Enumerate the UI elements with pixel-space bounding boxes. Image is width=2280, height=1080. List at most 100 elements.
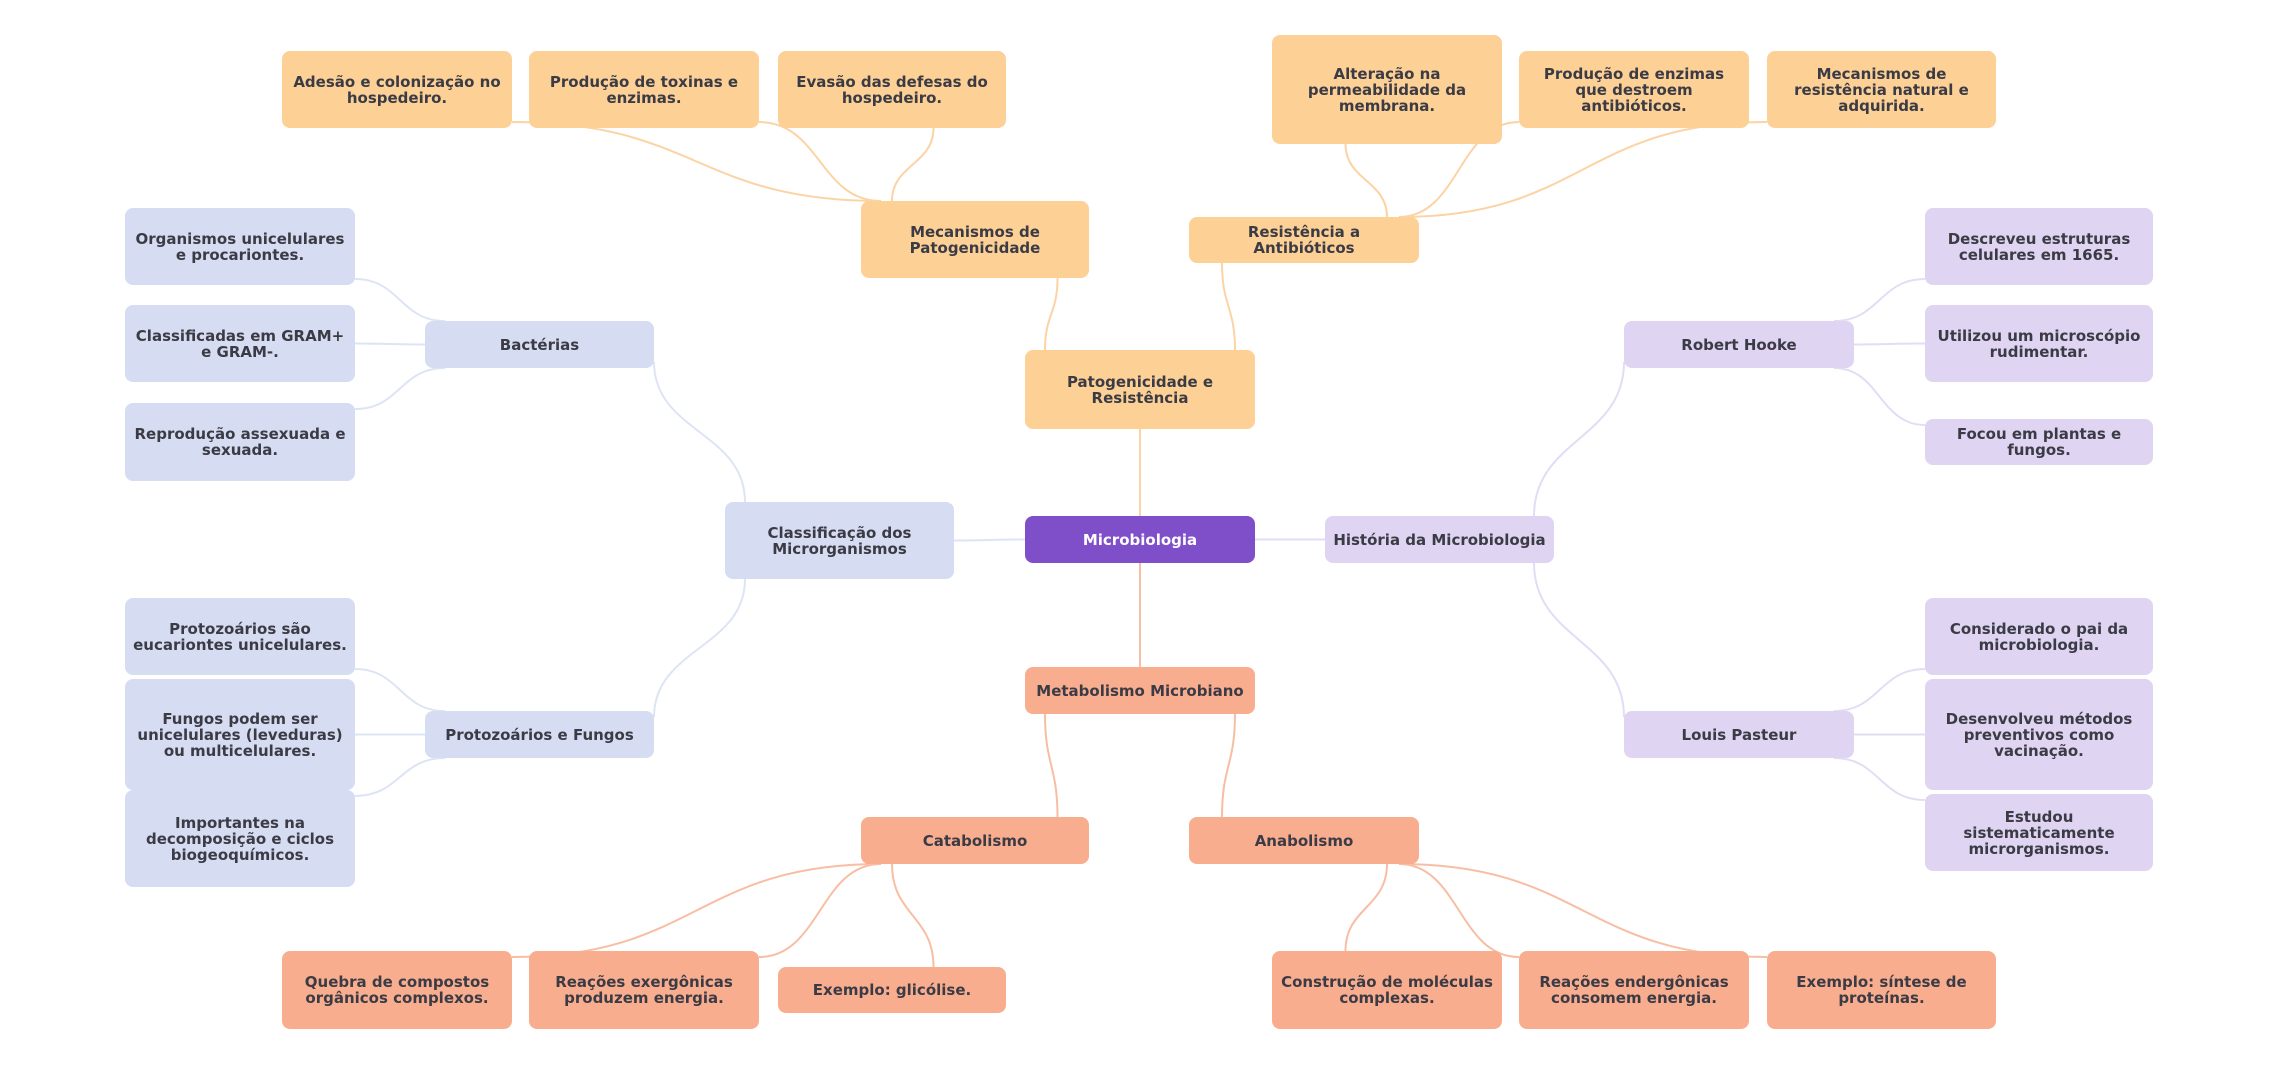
topic-label: Considerado o pai da microbiologia.	[1949, 619, 2129, 654]
topic-label: Desenvolveu métodos preventivos como vac…	[1945, 709, 2133, 760]
topic-catabolismo[interactable]: Catabolismo	[861, 817, 1089, 864]
topic-label: Exemplo: glicólise.	[812, 981, 972, 999]
topic-fungos-podem-ser-unicelulares-leveduras-[interactable]: Fungos podem ser unicelulares (leveduras…	[125, 679, 355, 790]
edge-hist-past	[1533, 562, 1625, 718]
topic-reacoes-exergonicas-produzem-energia[interactable]: Reações exergônicas produzem energia.	[529, 951, 759, 1029]
edge-hook-foco	[1833, 367, 1926, 426]
topic-exemplo-glicolise[interactable]: Exemplo: glicólise.	[778, 967, 1006, 1013]
edge-cata-queb	[511, 863, 882, 958]
edge-bact-repr	[354, 367, 446, 410]
edge-hook-util	[1853, 342, 1926, 346]
topic-protozoarios-e-fungos[interactable]: Protozoários e Fungos	[425, 711, 654, 758]
edge-root-clas	[953, 538, 1026, 542]
topic-label: Construção de moléculas complexas.	[1281, 973, 1493, 1007]
topic-label: Reprodução assexuada e sexuada.	[134, 425, 346, 459]
topic-reproducao-assexuada-e-sexuada[interactable]: Reprodução assexuada e sexuada.	[125, 403, 355, 481]
edge-mecpat-toxi	[758, 121, 882, 202]
topic-label: Mecanismos de resistência natural e adqu…	[1794, 64, 1969, 115]
topic-producao-de-toxinas-e-enzimas[interactable]: Produção de toxinas e enzimas.	[529, 51, 759, 128]
topic-quebra-de-compostos-organicos-complexos[interactable]: Quebra de compostos orgânicos complexos.	[282, 951, 512, 1029]
topic-label: Adesão e colonização no hospedeiro.	[293, 72, 501, 107]
topic-evasao-das-defesas-do-hospedeiro[interactable]: Evasão das defesas do hospedeiro.	[778, 51, 1006, 128]
topic-label: Utilizou um microscópio rudimentar.	[1937, 326, 2141, 361]
edge-pat-mecpat	[1044, 277, 1059, 351]
edge-clas-prfu	[653, 578, 746, 718]
edge-past-estu	[1833, 757, 1926, 801]
topic-label: Classificação dos Microrganismos	[767, 523, 912, 558]
edge-cata-glic	[891, 863, 935, 968]
topic-label: Catabolismo	[922, 831, 1028, 850]
edge-pat-resant	[1221, 262, 1236, 351]
topic-label: História da Microbiologia	[1333, 530, 1546, 549]
topic-robert-hooke[interactable]: Robert Hooke	[1624, 321, 1854, 368]
topic-label: Exemplo: síntese de proteínas.	[1796, 973, 1967, 1007]
edge-meta-anab	[1221, 713, 1236, 818]
topic-considerado-o-pai-da-microbiologia[interactable]: Considerado o pai da microbiologia.	[1925, 598, 2153, 675]
topic-adesao-e-colonizacao-no-hospedeiro[interactable]: Adesão e colonização no hospedeiro.	[282, 51, 512, 128]
topic-label: Focou em plantas e fungos.	[1956, 425, 2122, 459]
edge-anab-ende	[1398, 863, 1520, 958]
topic-label: Mecanismos de Patogenicidade	[909, 222, 1041, 257]
topic-patogenicidade-e-resistencia[interactable]: Patogenicidade e Resistência	[1025, 350, 1255, 429]
topic-reacoes-endergonicas-consomem-energia[interactable]: Reações endergônicas consomem energia.	[1519, 951, 1749, 1029]
topic-protozoarios-sao-eucariontes-unicelulare[interactable]: Protozoários são eucariontes unicelulare…	[125, 598, 355, 675]
topic-construcao-de-moleculas-complexas[interactable]: Construção de moléculas complexas.	[1272, 951, 1502, 1029]
topic-label: Bactérias	[499, 335, 580, 354]
edge-bact-orga	[354, 278, 446, 322]
topic-label: Reações exergônicas produzem energia.	[555, 973, 733, 1007]
topic-descreveu-estruturas-celulares-em-1665[interactable]: Descreveu estruturas celulares em 1665.	[1925, 208, 2153, 285]
topic-estudou-sistematicamente-microrganismos[interactable]: Estudou sistematicamente microrganismos.	[1925, 794, 2153, 871]
topic-label: Resistência a Antibióticos	[1247, 223, 1361, 257]
edge-hist-hook	[1533, 361, 1625, 517]
topic-label: Reações endergônicas consomem energia.	[1539, 973, 1729, 1007]
topic-bacterias[interactable]: Bactérias	[425, 321, 654, 368]
topic-label: Estudou sistematicamente microrganismos.	[1963, 807, 2115, 858]
topic-label: Alteração na permeabilidade da membrana.	[1307, 64, 1467, 115]
topic-focou-em-plantas-e-fungos[interactable]: Focou em plantas e fungos.	[1925, 419, 2153, 465]
topic-importantes-na-decomposicao-e-ciclos-bio[interactable]: Importantes na decomposição e ciclos bio…	[125, 790, 355, 887]
topic-label: Robert Hooke	[1681, 335, 1797, 354]
topic-anabolismo[interactable]: Anabolismo	[1189, 817, 1419, 864]
topic-label: Importantes na decomposição e ciclos bio…	[145, 813, 335, 864]
topic-producao-de-enzimas-que-destroem-antibio[interactable]: Produção de enzimas que destroem antibió…	[1519, 51, 1749, 128]
topic-resistencia-a-antibioticos[interactable]: Resistência a Antibióticos	[1189, 217, 1419, 263]
central-topic[interactable]: Microbiologia	[1025, 516, 1255, 563]
topic-metabolismo-microbiano[interactable]: Metabolismo Microbiano	[1025, 667, 1255, 714]
edge-hook-desc	[1833, 278, 1926, 322]
topic-historia-da-microbiologia[interactable]: História da Microbiologia	[1325, 516, 1554, 563]
edge-prfu-impo	[354, 757, 446, 797]
edge-past-cons	[1833, 668, 1926, 712]
topic-label: Produção de enzimas que destroem antibió…	[1543, 64, 1725, 115]
edge-resant-alter	[1344, 143, 1388, 218]
topic-alteracao-na-permeabilidade-da-membrana[interactable]: Alteração na permeabilidade da membrana.	[1272, 35, 1502, 144]
topic-label: Produção de toxinas e enzimas.	[549, 72, 739, 107]
edge-mecpat-ades	[511, 121, 882, 202]
topic-label: Evasão das defesas do hospedeiro.	[796, 72, 988, 107]
topic-label: Descreveu estruturas celulares em 1665.	[1947, 229, 2131, 264]
topic-label: Patogenicidade e Resistência	[1066, 372, 1214, 407]
edge-anab-cons2	[1344, 863, 1388, 952]
topic-label: Organismos unicelulares e procariontes.	[135, 229, 345, 264]
edge-bact-gram	[354, 342, 426, 346]
edge-anab-sint	[1398, 863, 1768, 958]
topic-label: Anabolismo	[1254, 831, 1354, 850]
topic-mecanismos-de-patogenicidade[interactable]: Mecanismos de Patogenicidade	[861, 201, 1089, 278]
topic-label: Protozoários são eucariontes unicelulare…	[133, 619, 347, 654]
edge-prfu-prot	[354, 668, 446, 712]
topic-organismos-unicelulares-e-procariontes[interactable]: Organismos unicelulares e procariontes.	[125, 208, 355, 285]
topic-mecanismos-de-resistencia-natural-e-adqu[interactable]: Mecanismos de resistência natural e adqu…	[1767, 51, 1996, 128]
edge-meta-cata	[1044, 713, 1059, 818]
edge-clas-bact	[653, 361, 746, 503]
topic-classificacao-dos-microrganismos[interactable]: Classificação dos Microrganismos	[725, 502, 954, 579]
topic-louis-pasteur[interactable]: Louis Pasteur	[1624, 711, 1854, 758]
topic-label: Fungos podem ser unicelulares (leveduras…	[137, 709, 343, 760]
edge-cata-exer	[758, 863, 882, 958]
topic-label: Louis Pasteur	[1681, 725, 1797, 744]
topic-desenvolveu-metodos-preventivos-como-vac[interactable]: Desenvolveu métodos preventivos como vac…	[1925, 679, 2153, 790]
topic-classificadas-em-gram-e-gram[interactable]: Classificadas em GRAM+ e GRAM-.	[125, 305, 355, 382]
topic-utilizou-um-microscopio-rudimentar[interactable]: Utilizou um microscópio rudimentar.	[1925, 305, 2153, 382]
topic-label: Classificadas em GRAM+ e GRAM-.	[135, 326, 345, 361]
topic-label: Protozoários e Fungos	[445, 725, 634, 744]
topic-exemplo-sintese-de-proteinas[interactable]: Exemplo: síntese de proteínas.	[1767, 951, 1996, 1029]
